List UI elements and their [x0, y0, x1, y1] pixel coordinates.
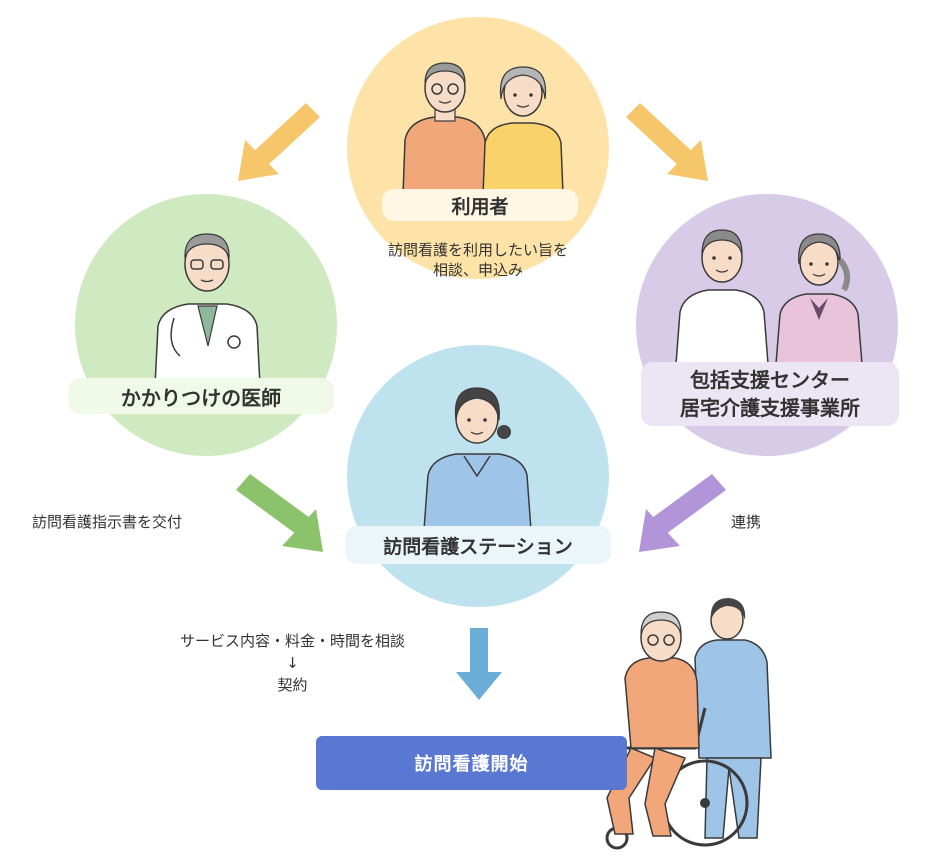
cooperation-caption: 連携 — [731, 513, 762, 531]
wheelchair-care-icon — [605, 598, 772, 850]
center-label-line1: 包括支援センター — [690, 368, 850, 392]
contract-caption: サービス内容・料金・時間を相談 ↓ 契約 — [145, 630, 440, 696]
start-visit-nursing-button[interactable]: 訪問看護開始 — [316, 736, 627, 790]
center-label-line2: 居宅介護支援事業所 — [680, 396, 860, 420]
user-consult-caption: 訪問看護を利用したい旨を 相談、申込み — [362, 240, 594, 280]
center-label: 包括支援センター 居宅介護支援事業所 — [641, 362, 899, 426]
user-consult-line2: 相談、申込み — [432, 261, 523, 279]
nurse-icon — [423, 387, 532, 531]
user-label: 利用者 — [382, 189, 578, 221]
doctor-order-caption: 訪問看護指示書を交付 — [32, 513, 183, 531]
contract-line1: サービス内容・料金・時間を相談 — [179, 632, 405, 650]
contract-arrow: ↓ — [286, 654, 299, 672]
station-label: 訪問看護ステーション — [345, 526, 611, 564]
contract-line2: 契約 — [277, 676, 308, 694]
doctor-icon — [154, 233, 261, 387]
user-consult-line1: 訪問看護を利用したい旨を — [387, 241, 568, 259]
care-staff-icon — [675, 229, 863, 365]
elderly-couple-icon — [402, 62, 564, 196]
doctor-label: かかりつけの医師 — [68, 378, 334, 414]
